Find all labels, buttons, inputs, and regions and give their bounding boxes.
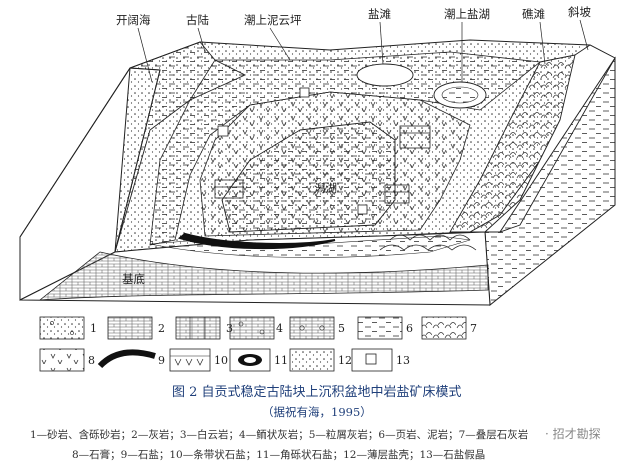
legend-item-1: 1 — [39, 316, 97, 340]
legend-item-2: 2 — [107, 316, 165, 340]
figure-caption: 图 2 自贡式稳定古陆块上沉积盆地中岩盐矿床模式 — [172, 384, 462, 400]
block-diagram — [19, 39, 616, 306]
label-ancient-land: 古陆 — [186, 13, 209, 27]
salt-lens — [177, 232, 336, 250]
svg-text:1: 1 — [90, 322, 97, 335]
lagoon-zone — [221, 121, 396, 233]
legend-item-8: 8 — [39, 348, 95, 372]
legend-item-12: 12 — [289, 348, 352, 372]
watermark: · 招才勘探 — [545, 427, 601, 441]
svg-text:4: 4 — [276, 322, 283, 335]
label-slope: 斜坡 — [568, 5, 591, 19]
svg-text:13: 13 — [396, 354, 410, 367]
legend-item-10: 10 — [169, 348, 228, 372]
svg-text:5: 5 — [338, 322, 345, 335]
label-basement: 基底 — [122, 272, 145, 286]
svg-text:11: 11 — [274, 354, 288, 367]
svg-text:8: 8 — [88, 354, 95, 367]
label-supratidal-lake: 潮上盐湖 — [444, 7, 490, 21]
legend-explanation-line2: 8—石膏；9—石盐；10—条带状石盐；11—角砾状石盐；12—薄层盐壳；13—石… — [72, 448, 485, 461]
label-shoal: 礁滩 — [522, 7, 545, 21]
legend-item-4: 4 — [229, 316, 283, 340]
legend-explanation-line1: 1—砂岩、含砾砂岩；2—灰岩；3—白云岩；4—鲕状灰岩；5—粒屑灰岩；6—页岩、… — [30, 428, 528, 441]
legend-item-5: 5 — [289, 316, 345, 340]
svg-text:9: 9 — [158, 354, 165, 367]
legend-item-6: 6 — [357, 316, 413, 340]
svg-text:12: 12 — [338, 354, 352, 367]
label-tidal-flat: 潮上泥云坪 — [244, 13, 302, 27]
legend: 1 2 3 4 5 6 7 — [39, 316, 477, 372]
svg-text:2: 2 — [158, 322, 165, 335]
svg-text:3: 3 — [226, 322, 233, 335]
legend-item-9: 9 — [97, 349, 165, 369]
salt-beach-oval — [356, 63, 414, 87]
label-open-sea: 开阔海 — [116, 13, 151, 27]
svg-text:10: 10 — [214, 354, 228, 367]
legend-item-7: 7 — [421, 316, 477, 340]
legend-item-11: 11 — [229, 348, 288, 372]
figure-source: （据祝有海，1995） — [262, 405, 372, 419]
legend-item-13: 13 — [351, 348, 410, 372]
label-salt-beach: 盐滩 — [368, 7, 391, 21]
svg-text:7: 7 — [470, 322, 477, 335]
label-lagoon: 潟湖 — [314, 181, 337, 195]
legend-item-3: 3 — [175, 316, 233, 340]
svg-text:6: 6 — [406, 322, 413, 335]
